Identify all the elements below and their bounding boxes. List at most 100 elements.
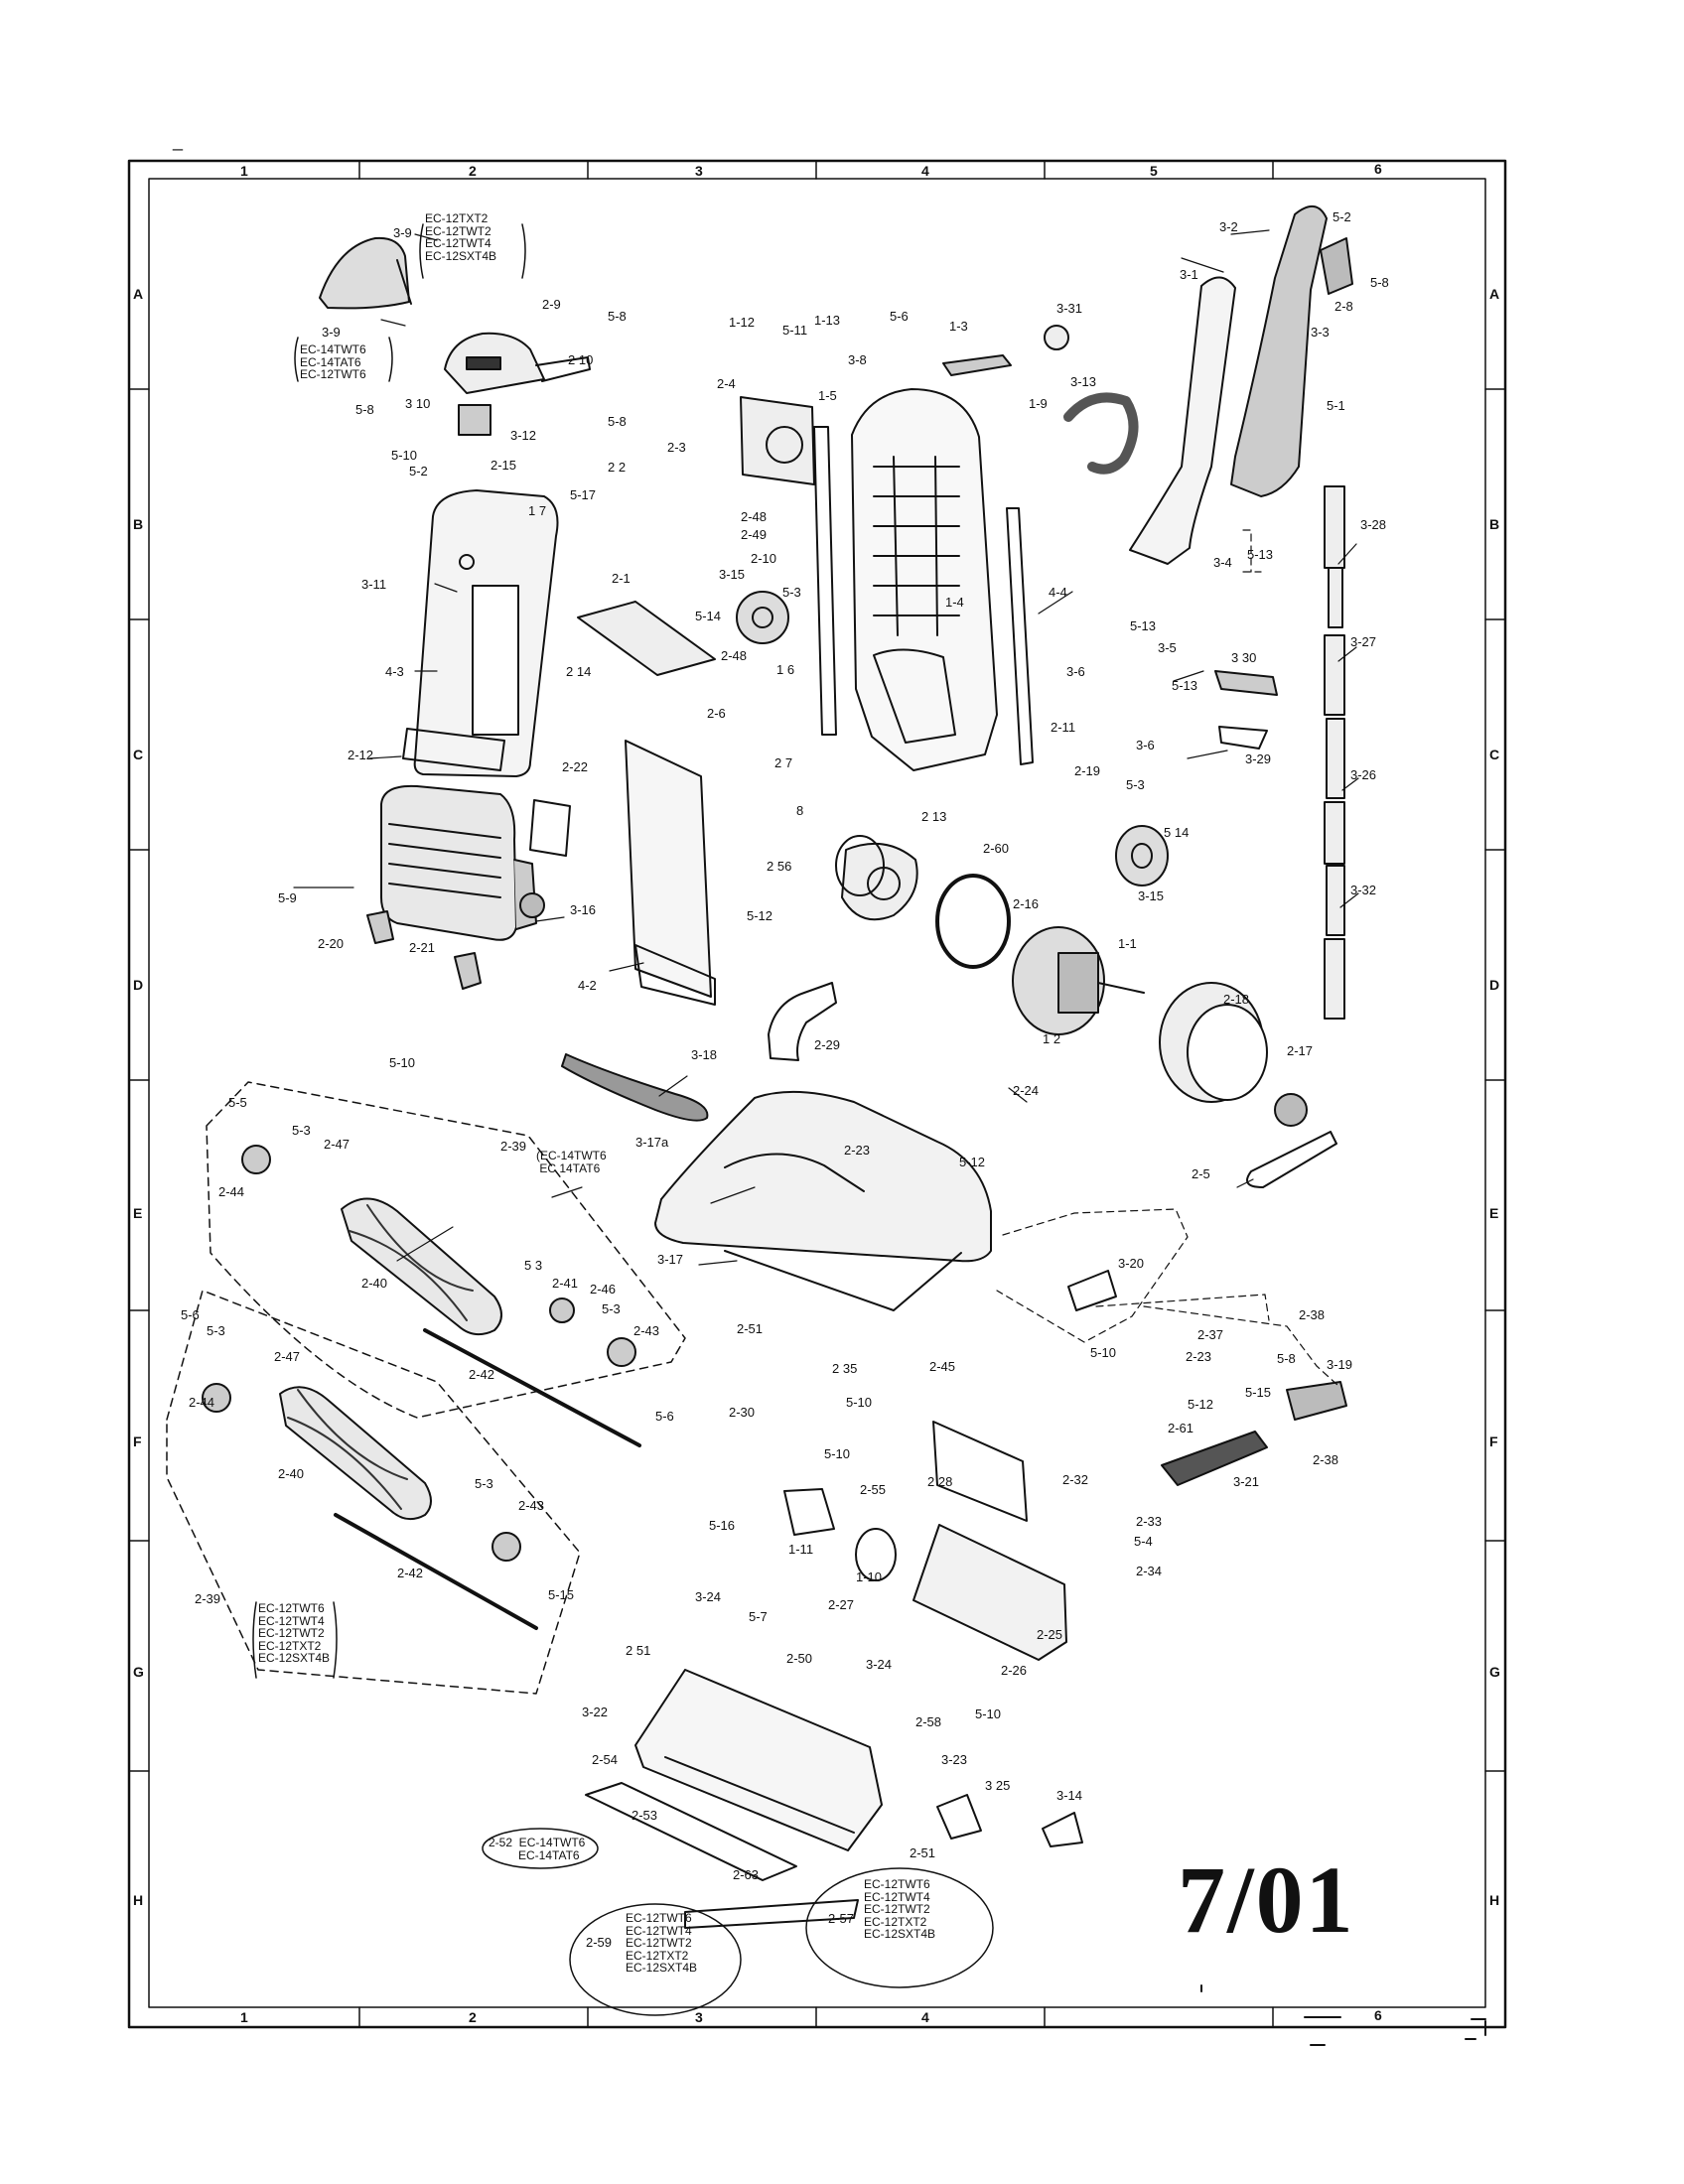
part-hose-3-13 — [1063, 392, 1139, 475]
inner-frame — [148, 178, 1486, 2008]
callout: 5-3 — [207, 1323, 225, 1338]
part-filter-bag — [625, 740, 716, 1006]
callout: 5-8 — [608, 309, 627, 324]
callout: 2-63 — [733, 1867, 760, 1882]
callout: 2-26 — [1001, 1663, 1028, 1678]
callout: 2-32 — [1062, 1472, 1089, 1487]
part-3-18 — [561, 1053, 709, 1122]
callout: 5-7 — [749, 1609, 768, 1624]
part-2-56 — [835, 835, 885, 896]
callout: 3-21 — [1233, 1474, 1260, 1489]
callout: 2-59 — [586, 1935, 613, 1950]
callout: 2-33 — [1136, 1514, 1163, 1529]
part-2-18 — [1159, 982, 1268, 1103]
callout: 2-42 — [469, 1367, 495, 1382]
row-label-H: H — [133, 1892, 144, 1908]
part-3-12 — [458, 404, 491, 436]
callout: 2-19 — [1074, 763, 1101, 778]
callout: 4-4 — [1049, 585, 1067, 600]
row-label-G-right: G — [1489, 1664, 1500, 1680]
callout: 2-48 — [721, 648, 748, 663]
part-handle-3-1 — [1129, 276, 1236, 565]
callout: 2-43 — [633, 1323, 660, 1338]
callout: 3-12 — [510, 428, 537, 443]
callout: 3-11 — [361, 577, 387, 592]
callout: 2-55 — [860, 1482, 887, 1497]
part-3-29 — [1218, 726, 1268, 750]
callout: 2-3 — [667, 440, 686, 455]
part-1-11 — [783, 1488, 835, 1536]
bubble-2-59 — [569, 1903, 742, 2016]
row-label-E-right: E — [1489, 1205, 1499, 1221]
callout: 2-46 — [590, 1282, 617, 1297]
part-2-11-rail — [1006, 507, 1034, 765]
callout: 5-17 — [570, 487, 597, 502]
callout: 2-43 — [518, 1498, 545, 1513]
callout: 5-8 — [1370, 275, 1389, 290]
callout: 2-41 — [552, 1276, 579, 1291]
callout: 2-15 — [491, 458, 517, 473]
model-note-cover: EC-14TWT6 EC-14TAT6 EC-12TWT6 — [300, 342, 366, 382]
col-label-1-bottom: 1 — [240, 2009, 248, 2025]
callout: 2 51 — [626, 1643, 651, 1658]
callout: 5-10 — [391, 448, 418, 463]
callout: 2-23 — [844, 1143, 871, 1158]
callout: 3-23 — [941, 1752, 968, 1767]
row-label-D-right: D — [1489, 977, 1500, 993]
callout: 3 10 — [405, 396, 431, 411]
callout: 5-4 — [1134, 1534, 1153, 1549]
row-label-F-right: F — [1489, 1433, 1498, 1449]
callout: 3-15 — [1138, 888, 1165, 903]
callout: 2-39 — [195, 1591, 221, 1606]
callout: 3-22 — [582, 1705, 609, 1719]
callout: 3-4 — [1213, 555, 1232, 570]
callout: 2-40 — [278, 1466, 305, 1481]
part-belt-2-5 — [1246, 1131, 1337, 1188]
row-label-C: C — [133, 747, 144, 762]
part-3-20 — [1067, 1270, 1117, 1311]
callout: 5-13 — [1172, 678, 1198, 693]
callout: 2-24 — [1013, 1083, 1040, 1098]
dashed-assembly-lines — [996, 529, 1339, 1387]
part-dust-cup — [380, 784, 545, 941]
part-cord-plug — [942, 354, 1012, 376]
callout: 2 10 — [568, 352, 594, 367]
part-motor-1-1 — [1012, 926, 1145, 1035]
part-base-plate-3-22 — [634, 1669, 883, 1851]
part-2-44 — [241, 1145, 271, 1174]
part-2-4 — [740, 396, 815, 485]
col-label-2: 2 — [469, 163, 477, 179]
callout: 2-45 — [929, 1359, 956, 1374]
callout: 3-16 — [570, 902, 597, 917]
callout: 2-1 — [612, 571, 631, 586]
model-note-2-39a: (EC-14TWT6 EC 14TAT6 — [536, 1149, 607, 1175]
callout: 3-24 — [695, 1589, 722, 1604]
callout: 2 14 — [566, 664, 592, 679]
callout: 1-5 — [818, 388, 837, 403]
callout: 2-39 — [500, 1139, 527, 1154]
callout: 2-47 — [324, 1137, 351, 1152]
callout: 3-17a — [635, 1135, 669, 1150]
model-note-top: EC-12TXT2 EC-12TWT2 EC-12TWT4 EC-12SXT4B — [425, 211, 497, 263]
callout: 3-1 — [1180, 267, 1198, 282]
callout: 1-1 — [1118, 936, 1137, 951]
callout: 2-17 — [1287, 1043, 1314, 1058]
part-2-20 — [366, 910, 394, 944]
callout: 2-38 — [1299, 1307, 1326, 1322]
part-3-30 — [1214, 670, 1278, 696]
callout: 5-3 — [1126, 777, 1145, 792]
col-label-2-bottom: 2 — [469, 2009, 477, 2025]
row-label-H-right: H — [1489, 1892, 1500, 1908]
callout: 2-44 — [189, 1395, 215, 1410]
callout: 2-42 — [397, 1566, 424, 1580]
row-label-E: E — [133, 1205, 143, 1221]
callout: 1-9 — [1029, 396, 1048, 411]
callout: 5-8 — [608, 414, 627, 429]
model-note-2-52: 2-52 EC-14TWT6 EC-14TAT6 — [489, 1836, 586, 1862]
callout: 5-10 — [846, 1395, 873, 1410]
col-label-6: 6 — [1374, 161, 1382, 177]
callout: 5-11 — [782, 323, 808, 338]
callout: 5-5 — [228, 1095, 247, 1110]
part-2-53 — [585, 1782, 797, 1881]
